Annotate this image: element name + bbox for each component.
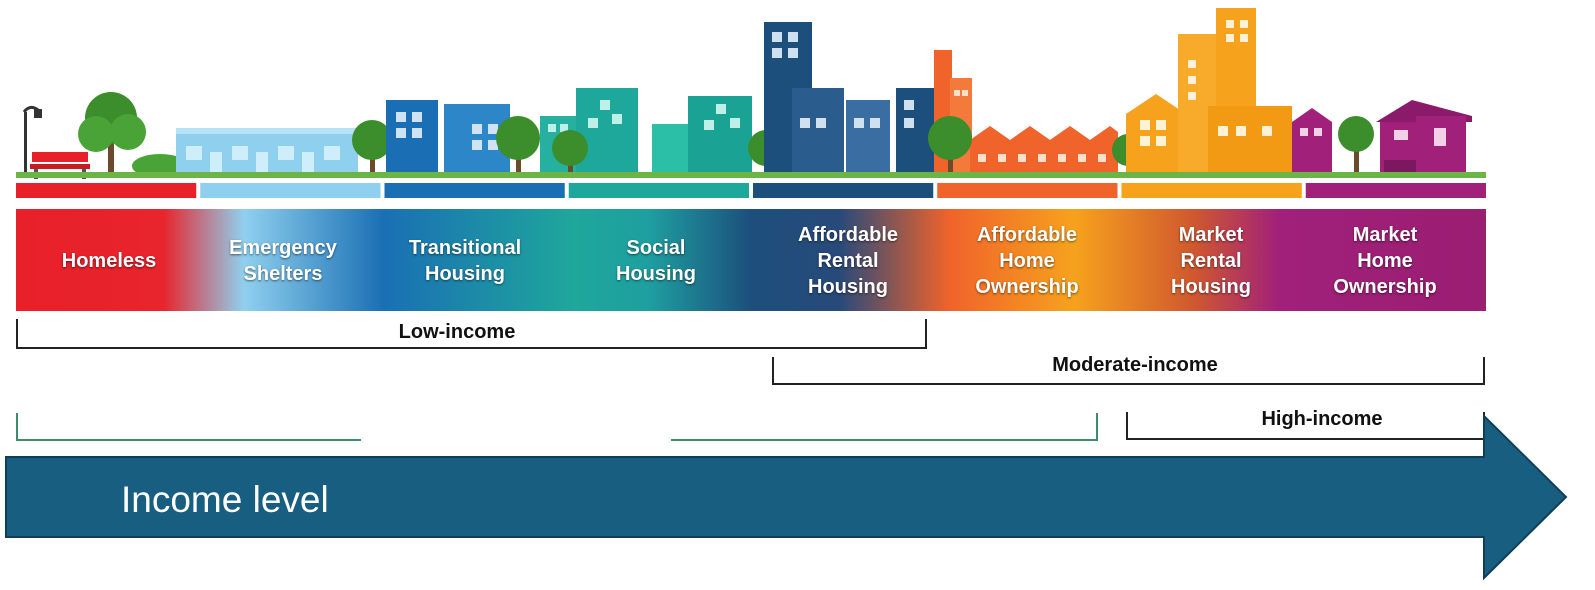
color-strip-segment-social	[568, 183, 749, 198]
spectrum-label-market-rental: Market Rental Housing	[1171, 224, 1251, 298]
color-strip-segment-market-rental	[1121, 183, 1302, 198]
high-income-label: High-income	[1261, 408, 1383, 430]
transitional-building-icon	[386, 100, 510, 178]
tree-icon	[496, 116, 540, 178]
income-level-arrow	[5, 413, 1568, 581]
green-guide-line-left	[16, 413, 361, 441]
low-income-label: Low-income	[398, 321, 516, 343]
low-income-bracket	[16, 319, 927, 349]
color-strip-segment-transitional	[384, 183, 565, 198]
moderate-income-bracket	[772, 357, 1485, 385]
color-strip-segment-emergency-shelters	[200, 183, 381, 198]
shelter-building-icon	[176, 128, 358, 178]
market-rental-building-icon	[1126, 8, 1292, 178]
spectrum-label-affordable-ownership: Affordable Home Ownership	[975, 224, 1079, 298]
color-strip-segment-affordable-rental	[753, 183, 934, 198]
skyline-illustration	[16, 8, 1486, 179]
spectrum-label-transitional-housing: Transitional Housing	[408, 237, 522, 285]
spectrum-label-social-housing: Social Housing	[616, 237, 696, 285]
color-strip-segment-homeless	[16, 183, 197, 198]
housing-spectrum-band	[16, 209, 1486, 311]
income-level-label: Income level	[121, 479, 329, 520]
ground-strip	[16, 172, 1486, 178]
color-strip-segment-market-ownership	[1305, 183, 1486, 198]
spectrum-label-emergency-shelters: Emergency Shelters	[229, 237, 337, 285]
color-strip-segment-affordable-ownership	[937, 183, 1118, 198]
tree-icon	[352, 120, 392, 178]
social-housing-building-icon	[540, 88, 752, 178]
green-guide-line-right	[671, 413, 1098, 441]
color-strip	[16, 183, 1486, 198]
tree-icon	[928, 116, 972, 178]
affordable-rental-building-icon	[764, 22, 934, 178]
tree-icon	[78, 92, 188, 178]
lamp-post-icon	[22, 105, 42, 178]
market-home-building-icon	[1292, 100, 1472, 178]
spectrum-label-homeless: Homeless	[61, 250, 157, 272]
moderate-income-label: Moderate-income	[1052, 354, 1218, 376]
spectrum-label-market-ownership: Market Home Ownership	[1333, 224, 1437, 298]
spectrum-label-affordable-rental: Affordable Rental Housing	[798, 224, 898, 298]
tree-icon	[1338, 116, 1374, 178]
tree-icon	[552, 130, 588, 178]
affordable-ownership-building-icon	[934, 50, 1118, 178]
